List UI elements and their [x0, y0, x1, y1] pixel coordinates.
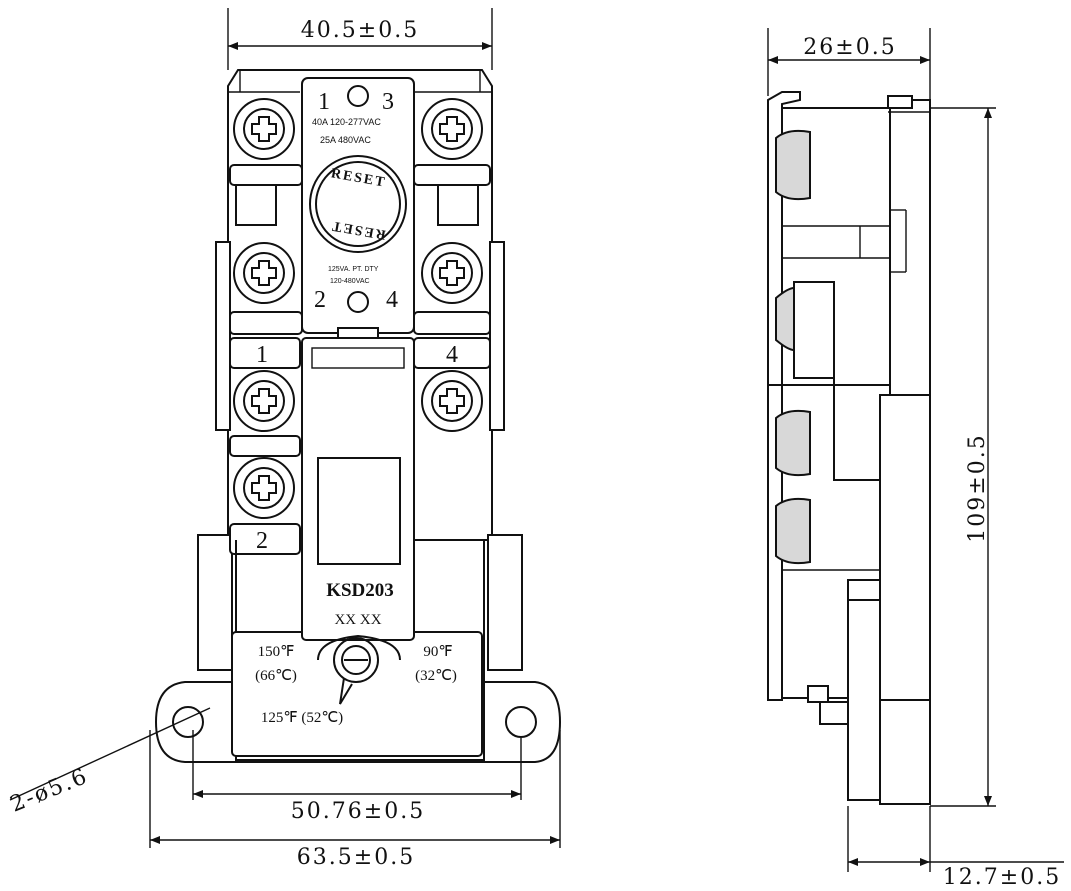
- pilot-rating-1: 125VA. PT. DTY: [328, 266, 379, 273]
- terminal-bar-2: [229, 523, 301, 555]
- dim-hole-spacing-label: 50.76±0.5: [291, 799, 425, 824]
- mounting-base: [154, 681, 562, 763]
- screw-lower-right: [421, 370, 483, 432]
- terminal-bar-1: [229, 337, 301, 369]
- left-lug: [197, 534, 233, 671]
- rating-line-1: 40A 120-277VAC: [312, 117, 381, 127]
- temp-max-c: (66℃): [255, 668, 297, 684]
- mounting-hole-left: [172, 706, 204, 738]
- pilot-rating-2: 120-480VAC: [330, 278, 370, 285]
- side-block-1: [793, 281, 835, 379]
- screw-top-right: [421, 98, 483, 160]
- terminal-label-1-top: 1: [318, 89, 330, 115]
- dim-depth-label: 26±0.5: [803, 35, 896, 60]
- side-front-plate: [767, 91, 801, 701]
- hole-leader: [9, 707, 211, 801]
- right-flange: [489, 241, 505, 431]
- label-window: [317, 457, 401, 565]
- side-base-plate: [847, 599, 881, 801]
- dim-height-label: 109±0.5: [965, 433, 990, 542]
- hole-spec-label: 2-ø5.6: [7, 764, 92, 818]
- reset-button-outer: [309, 155, 407, 253]
- front-view: 40.5±0.5 1 3 40A 120-277VAC 25A 480VAC: [7, 8, 562, 870]
- screw-top-left: [233, 98, 295, 160]
- mounting-hole-right: [505, 706, 537, 738]
- model-label: KSD203: [326, 580, 394, 601]
- dim-base-width-label: 63.5±0.5: [297, 845, 415, 870]
- terminal-side-label-2: 2: [256, 528, 268, 554]
- bottom-terminal-hole: [347, 291, 369, 313]
- side-bump-2: [775, 409, 811, 477]
- screw-mid-right: [421, 242, 483, 304]
- dim-bottom-label: 12.7±0.5: [943, 865, 1061, 890]
- screw-mid-left: [233, 242, 295, 304]
- left-flange: [215, 241, 231, 431]
- terminal-label-2-top: 2: [314, 287, 326, 313]
- model-code: XX XX: [334, 612, 381, 628]
- terminal-side-label-4: 4: [446, 342, 458, 368]
- rating-line-2: 25A 480VAC: [320, 135, 371, 145]
- temperature-dial: [333, 637, 379, 683]
- dim-top-width-label: 40.5±0.5: [301, 18, 419, 43]
- screw-lower-left: [233, 370, 295, 432]
- top-terminal-hole: [347, 85, 369, 107]
- temp-max-f: 150℉: [258, 644, 295, 660]
- screw-bottom-left: [233, 457, 295, 519]
- side-bump-3: [775, 497, 811, 565]
- reset-button: [315, 161, 401, 247]
- terminal-label-4-top: 4: [386, 287, 398, 313]
- temp-mid: 125℉ (52℃): [261, 710, 343, 726]
- right-lug: [487, 534, 523, 671]
- side-bump-1: [775, 129, 811, 201]
- dimension-top-width: 40.5±0.5: [227, 8, 493, 70]
- side-lower-block: [879, 394, 931, 708]
- terminal-label-3-top: 3: [382, 89, 394, 115]
- side-view: 26±0.5 109±0.5: [767, 28, 1064, 890]
- terminal-side-label-1: 1: [256, 342, 268, 368]
- temp-min-f: 90℉: [423, 644, 452, 660]
- temp-min-c: (32℃): [415, 668, 457, 684]
